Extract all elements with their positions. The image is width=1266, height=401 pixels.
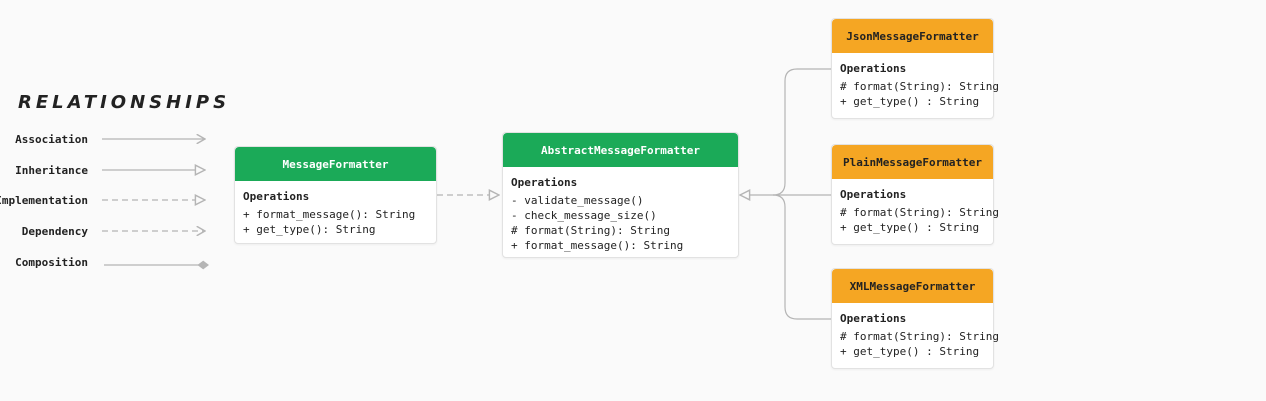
operation: # format(String): String <box>511 224 670 237</box>
operations-title: Operations <box>243 190 310 203</box>
operations-title: Operations <box>840 188 907 201</box>
legend-composition-label: Composition <box>15 256 88 269</box>
class-name: MessageFormatter <box>235 147 436 181</box>
class-abstract-message-formatter[interactable]: AbstractMessageFormatter Operations - va… <box>502 132 739 258</box>
operation: + get_type() : String <box>840 221 980 234</box>
operation: + format_message(): String <box>243 208 416 221</box>
operation: + format_message(): String <box>511 239 684 252</box>
operation: + get_type() : String <box>840 95 980 108</box>
operation: # format(String): String <box>840 80 999 93</box>
operation: - check_message_size() <box>511 209 657 222</box>
operation: + get_type() : String <box>840 345 980 358</box>
class-name: JsonMessageFormatter <box>832 19 993 53</box>
legend-association-label: Association <box>15 133 88 146</box>
inheritance-connector-json <box>772 68 831 196</box>
legend-title: RELATIONSHIPS <box>18 92 231 113</box>
inheritance-connector-xml <box>772 194 831 320</box>
operation: # format(String): String <box>840 206 999 219</box>
operation: - validate_message() <box>511 194 644 207</box>
class-message-formatter[interactable]: MessageFormatter Operations + format_mes… <box>234 146 437 244</box>
legend-implementation-label: Implementation <box>0 194 88 207</box>
class-name: AbstractMessageFormatter <box>503 133 738 167</box>
operation: + get_type(): String <box>243 223 376 236</box>
operation: # format(String): String <box>840 330 999 343</box>
operations-title: Operations <box>511 176 578 189</box>
legend-dependency-label: Dependency <box>21 225 88 238</box>
legend-inheritance-label: Inheritance <box>15 164 88 177</box>
operations-title: Operations <box>840 312 907 325</box>
class-plain-message-formatter[interactable]: PlainMessageFormatter Operations # forma… <box>831 144 999 245</box>
class-name: XMLMessageFormatter <box>832 269 993 303</box>
operations-title: Operations <box>840 62 907 75</box>
class-json-message-formatter[interactable]: JsonMessageFormatter Operations # format… <box>831 18 999 119</box>
class-name: PlainMessageFormatter <box>832 145 993 179</box>
class-xml-message-formatter[interactable]: XMLMessageFormatter Operations # format(… <box>831 268 999 369</box>
